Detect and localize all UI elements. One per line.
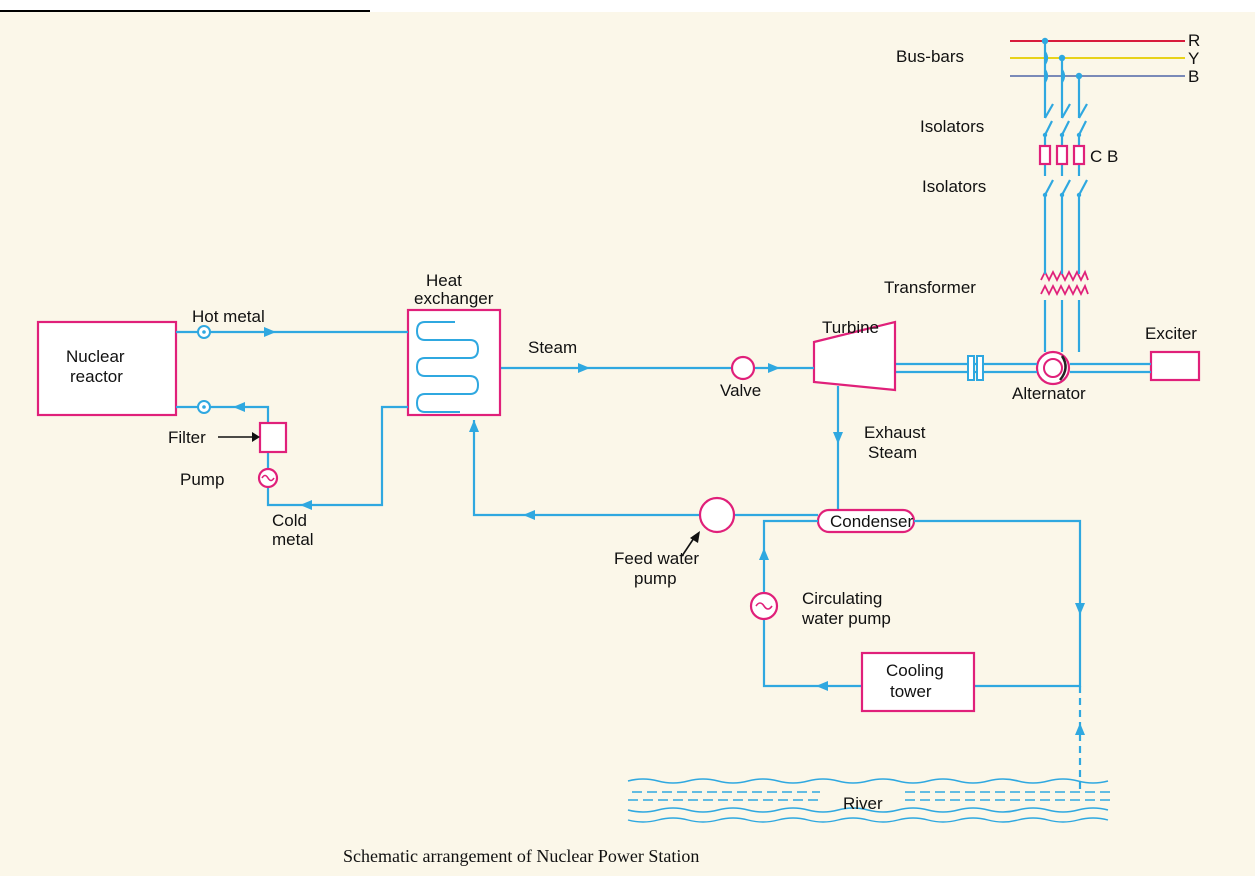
cold-metal-line: [176, 405, 408, 507]
exciter-label: Exciter: [1145, 324, 1197, 343]
arrow-icon: [759, 548, 769, 560]
isolators-top-label: Isolators: [920, 117, 984, 136]
bus-bars-label: Bus-bars: [896, 47, 964, 66]
isolator-icon: [1042, 179, 1088, 198]
arrow-icon: [1075, 603, 1085, 615]
top-rule: [0, 10, 370, 12]
heat-exchanger-label-2: exchanger: [414, 289, 494, 308]
feed-water-line: [472, 420, 818, 517]
cooling-tower-box: [860, 651, 976, 713]
isolator-icon: [1042, 103, 1088, 138]
turbine-shaft: [896, 362, 1037, 374]
river: [627, 778, 1110, 823]
circuit-breaker-label: C B: [1090, 147, 1118, 166]
arrow-icon: [264, 327, 276, 337]
transformer-icon: [1040, 269, 1089, 297]
nuclear-reactor-box: [36, 320, 178, 417]
circuit-breaker-icon: [1038, 144, 1086, 166]
turbine-label: Turbine: [822, 318, 879, 337]
alternator-icon: [1035, 350, 1071, 386]
cooling-water-return-line: [762, 519, 862, 688]
phase-conductors: [1043, 41, 1081, 352]
isolators-bottom-label: Isolators: [922, 177, 986, 196]
phase-r-label: R: [1188, 31, 1200, 50]
steam-label: Steam: [528, 338, 577, 357]
phase-y-label: Y: [1188, 49, 1199, 68]
circulating-pump-label-2: water pump: [801, 609, 891, 628]
pump-icon: [749, 591, 779, 621]
coupling-icon: [967, 355, 984, 381]
reactor-label-2: reactor: [70, 367, 123, 386]
exhaust-steam-label-2: Steam: [868, 443, 917, 462]
exciter-shaft: [1070, 362, 1151, 374]
phase-b-label: B: [1188, 67, 1199, 86]
condenser-label: Condenser: [830, 512, 914, 531]
arrow-icon: [300, 500, 312, 510]
arrow-icon: [523, 510, 535, 520]
arrow-icon: [233, 402, 245, 412]
heat-exchanger-label-1: Heat: [426, 271, 462, 290]
transformer-label: Transformer: [884, 278, 976, 297]
arrow-icon: [1075, 723, 1085, 735]
feed-water-pump-label-2: pump: [634, 569, 677, 588]
cold-metal-label-2: metal: [272, 530, 314, 549]
cooling-tower-label-1: Cooling: [886, 661, 944, 680]
filter-label: Filter: [168, 428, 206, 447]
arrow-icon: [768, 363, 780, 373]
heat-exchanger-coil: [415, 321, 480, 413]
arrow-icon: [816, 681, 828, 691]
filter-box: [258, 421, 288, 454]
alternator-label: Alternator: [1012, 384, 1086, 403]
pump-label: Pump: [180, 470, 224, 489]
bus-bars: [1010, 37, 1185, 80]
pump-icon: [257, 467, 279, 489]
reactor-label-1: Nuclear: [66, 347, 125, 366]
top-margin: [0, 0, 1255, 12]
feed-water-pump-label-1: Feed water: [614, 549, 699, 568]
river-label: River: [843, 794, 883, 813]
cooling-tower-label-2: tower: [890, 682, 932, 701]
valve-icon: [730, 355, 756, 381]
arrow-icon: [469, 420, 479, 432]
feed-water-pump-icon: [698, 496, 736, 534]
diagram-caption: Schematic arrangement of Nuclear Power S…: [343, 846, 699, 866]
exhaust-steam-label-1: Exhaust: [864, 423, 926, 442]
hot-metal-label: Hot metal: [192, 307, 265, 326]
heat-exchanger-box: [406, 308, 502, 417]
valve-label: Valve: [720, 381, 761, 400]
exciter-box: [1149, 350, 1201, 382]
arrow-icon: [833, 432, 843, 444]
cold-metal-label-1: Cold: [272, 511, 307, 530]
arrow-icon: [578, 363, 590, 373]
circulating-pump-label-1: Circulating: [802, 589, 882, 608]
